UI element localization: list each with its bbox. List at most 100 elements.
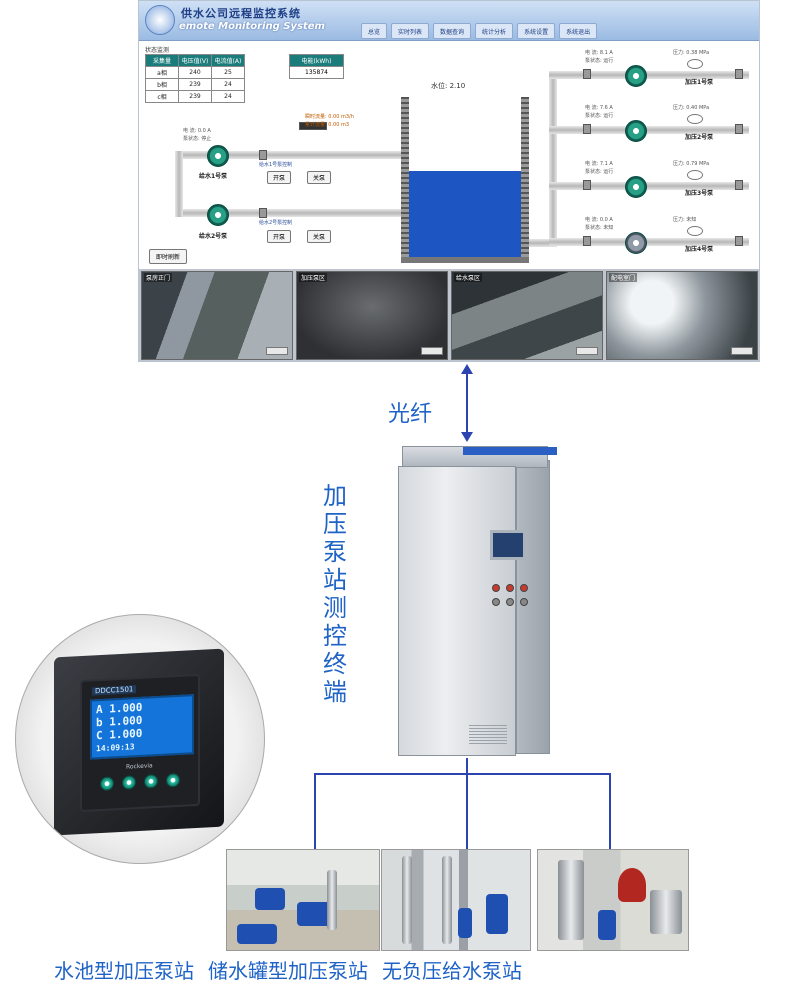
booster-pump-pressure: 压力: 0.79 MPa	[673, 161, 710, 167]
status-header: 采集量	[145, 54, 179, 67]
camera-strip: 泵房正门 加压泵区 给水泵区 配电室门	[139, 269, 759, 361]
connector-line	[609, 773, 611, 849]
indicator-light	[506, 584, 514, 592]
indicator-light	[520, 598, 528, 606]
pump-icon[interactable]	[207, 204, 229, 226]
pressure-gauge-icon	[687, 170, 703, 180]
booster-pump-current: 电 流: 8.1 A	[585, 50, 613, 56]
tank-wall	[401, 97, 409, 263]
company-logo	[145, 5, 175, 35]
table-row: a相 240 25	[145, 66, 245, 79]
controller-button[interactable]	[122, 775, 136, 790]
booster-pump-state: 泵状态: 未知	[585, 225, 614, 231]
cabinet-side	[516, 460, 550, 754]
status-cell: b相	[145, 78, 179, 91]
camera-feed-2[interactable]: 加压泵区	[296, 271, 448, 360]
valve	[735, 180, 743, 190]
controller-button[interactable]	[166, 772, 180, 788]
intake-pump-1-label: 给水1号泵	[199, 173, 228, 180]
camera-control-icon[interactable]	[421, 347, 443, 355]
cabinet-top	[402, 446, 557, 468]
booster-pump-label: 加压4号泵	[685, 246, 714, 253]
valve	[735, 236, 743, 246]
fiber-connector	[466, 370, 468, 436]
intake-pump-2-open-button[interactable]: 开泵	[267, 230, 292, 243]
pipe	[549, 126, 749, 134]
pipe	[179, 151, 405, 159]
nav-realtime-list[interactable]: 实时列表	[391, 23, 430, 39]
lcd-line: 14:09:13	[96, 742, 135, 754]
camera-feed-1[interactable]: 泵房正门	[141, 271, 293, 360]
table-row: b相 239 24	[145, 78, 245, 91]
scada-screen: 供水公司远程监控系统 emote Monitoring System 总览 实时…	[138, 0, 760, 362]
station-label-no-negative-pressure: 无负压给水泵站	[382, 959, 522, 983]
refresh-button[interactable]: 即时刷新	[149, 249, 188, 264]
intake-pump-2-control-label: 给水2号泵控制	[259, 220, 293, 226]
intake-pump-2-label: 给水2号泵	[199, 233, 228, 240]
valve	[583, 124, 591, 134]
scada-title: 供水公司远程监控系统	[181, 7, 301, 20]
intake-pump-1-close-button[interactable]: 关泵	[307, 171, 332, 184]
booster-pump-pressure: 压力: 0.40 MPa	[673, 105, 710, 111]
status-header: 电流值(A)	[211, 54, 245, 67]
tank-water-fill	[409, 171, 521, 257]
camera-control-icon[interactable]	[731, 347, 753, 355]
status-cell: 239	[178, 90, 212, 103]
pump-icon[interactable]	[625, 232, 647, 254]
nav-overview[interactable]: 总览	[361, 23, 388, 39]
booster-pump-label: 加压1号泵	[685, 79, 714, 86]
pump-icon[interactable]	[625, 120, 647, 142]
nav-settings[interactable]: 系统设置	[517, 23, 556, 39]
intake-pump-1-state: 泵状态: 停止	[183, 136, 212, 142]
connector-line	[314, 773, 316, 849]
pipe-unit	[402, 856, 412, 944]
pressure-gauge-icon	[687, 226, 703, 236]
pipe	[549, 238, 749, 246]
indicator-light	[492, 598, 500, 606]
camera-feed-3[interactable]: 给水泵区	[451, 271, 603, 360]
valve	[259, 208, 267, 218]
flow-info: 瞬时流量: 0.00 m3/h 累计流量: 0.00 m3	[305, 113, 354, 129]
pump-icon[interactable]	[625, 65, 647, 87]
valve	[259, 150, 267, 160]
nav-exit[interactable]: 系统退出	[559, 23, 598, 39]
total-flow: 累计流量: 0.00 m3	[305, 122, 350, 128]
camera-feed-4[interactable]: 配电室门	[606, 271, 758, 360]
intake-pump-2-close-button[interactable]: 关泵	[307, 230, 332, 243]
indicator-light	[506, 598, 514, 606]
pump-icon[interactable]	[207, 145, 229, 167]
connector-line	[314, 773, 611, 775]
water-tank	[401, 97, 529, 263]
pump-unit	[486, 894, 508, 934]
energy-table: 电能(kWh) 135874	[289, 54, 344, 79]
controller-button[interactable]	[100, 776, 114, 792]
pipe	[529, 239, 557, 247]
pipe	[175, 151, 183, 217]
status-cell: 24	[211, 90, 245, 103]
indicator-light	[492, 584, 500, 592]
booster-pump-state: 泵状态: 运行	[585, 58, 614, 64]
status-cell: 240	[178, 66, 212, 79]
tank-unit	[558, 860, 584, 940]
nav-statistics[interactable]: 统计分析	[475, 23, 514, 39]
camera-control-icon[interactable]	[266, 347, 288, 355]
status-label: 状态监测	[145, 47, 170, 54]
intake-pump-1-open-button[interactable]: 开泵	[267, 171, 292, 184]
controller-body: DDCC1501 A 1.000 b 1.000 C 1.000 14:09:1…	[54, 648, 224, 836]
booster-pump-state: 泵状态: 运行	[585, 169, 614, 175]
controller-button[interactable]	[144, 774, 158, 789]
valve	[735, 69, 743, 79]
camera-control-icon[interactable]	[576, 347, 598, 355]
valve	[583, 180, 591, 190]
energy-value: 135874	[289, 66, 344, 79]
connector-line	[466, 758, 468, 774]
nav-data-query[interactable]: 数据查询	[433, 23, 472, 39]
pipe-unit	[442, 856, 452, 944]
status-cell: c相	[145, 90, 179, 103]
station-label-pool: 水池型加压泵站	[54, 959, 194, 983]
pump-unit	[255, 888, 285, 910]
valve	[735, 124, 743, 134]
pump-icon[interactable]	[625, 176, 647, 198]
